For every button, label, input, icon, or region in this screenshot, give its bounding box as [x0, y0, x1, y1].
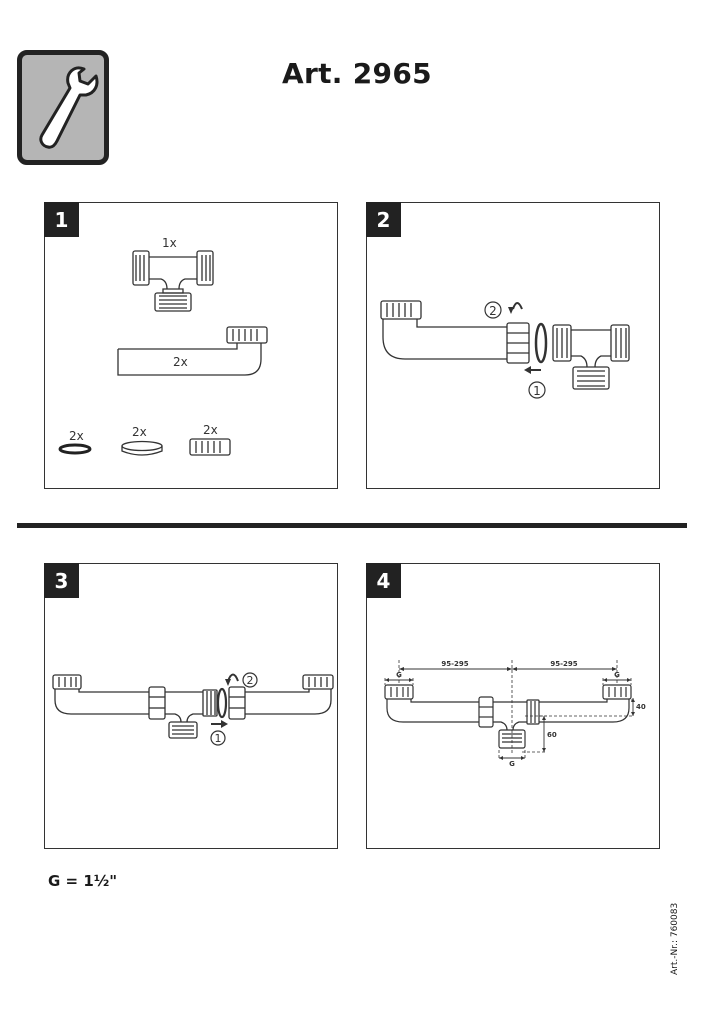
- wrench-icon: [17, 50, 109, 165]
- page-title: Art. 2965: [282, 57, 432, 90]
- dimension-thread-right: G: [614, 671, 620, 679]
- dimension-thread-left: G: [396, 671, 402, 679]
- article-number: Art.-Nr.: 760083: [670, 902, 680, 975]
- step-2-panel: 2 ② 2 1 ①: [366, 202, 660, 489]
- svg-text:2: 2: [247, 674, 254, 687]
- bend-quantity-label: 2x: [173, 355, 188, 369]
- dimension-height-small: 40: [636, 703, 646, 711]
- svg-text:2: 2: [489, 304, 497, 318]
- washer-quantity-label: 2x: [132, 425, 147, 439]
- thread-size-note: G = 1½": [48, 872, 118, 890]
- step-2-badge: 2: [366, 202, 401, 237]
- section-divider: [17, 523, 687, 528]
- step-3-badge: 3: [44, 563, 79, 598]
- tee-quantity-label: 1x: [162, 236, 177, 250]
- step-1-panel: 1: [44, 202, 338, 489]
- ring-quantity-label: 2x: [69, 429, 84, 443]
- dimension-span-left: 95-295: [441, 660, 468, 668]
- step-1-illustration: 1x 2x 2x 2x 2x: [58, 236, 268, 456]
- svg-text:1: 1: [533, 384, 541, 398]
- step-1-badge: 1: [44, 202, 79, 237]
- step-4-badge: 4: [366, 563, 401, 598]
- bend-pipe: [117, 326, 268, 376]
- dimension-thread-bottom: G: [509, 760, 515, 768]
- svg-text:1: 1: [215, 732, 222, 745]
- step-2-illustration: ② 2 1 ①: [380, 300, 630, 399]
- nut-quantity-label: 2x: [203, 423, 218, 437]
- step-4-illustration: 95-295 95-295 G G G 40 60: [384, 660, 646, 768]
- dimension-height-large: 60: [547, 731, 557, 739]
- tee-fitting: [132, 250, 214, 312]
- step-3-illustration: 2 1 ② ①: [52, 672, 334, 746]
- dimension-span-right: 95-295: [550, 660, 577, 668]
- step-4-panel: 4: [366, 563, 660, 849]
- step-3-panel: 3 2 1 ② ①: [44, 563, 338, 849]
